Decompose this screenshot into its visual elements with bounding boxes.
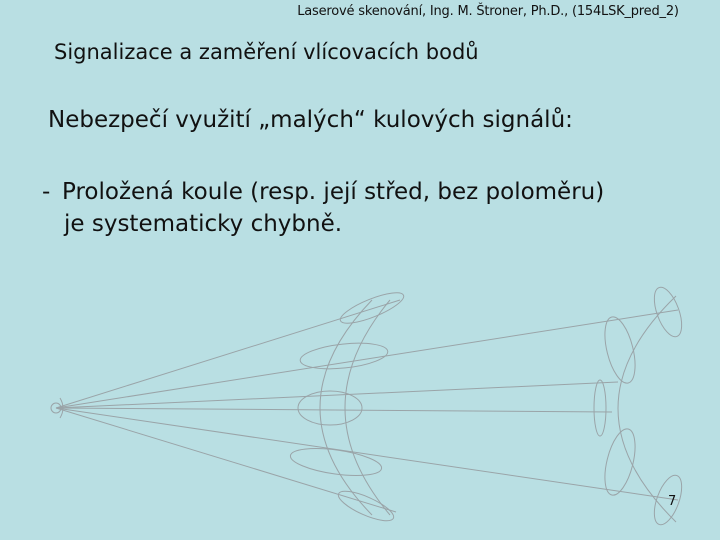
bullet-dash: - <box>42 179 51 205</box>
scanner-arc <box>59 397 64 419</box>
ray-line <box>55 299 401 409</box>
sphere-ellipse <box>289 448 383 476</box>
sphere-ellipse <box>653 474 683 526</box>
page-number: 7 <box>668 494 677 509</box>
ray-line <box>55 407 613 413</box>
sphere-ellipse <box>337 490 395 522</box>
slide-header: Laserové skenování, Ing. M. Štroner, Ph.… <box>0 4 720 19</box>
sphere-ellipse <box>593 379 607 437</box>
ray-line <box>55 407 397 513</box>
sphere-ellipse <box>604 316 636 384</box>
sphere-ellipse <box>604 428 636 496</box>
fitted-sphere-arc <box>344 299 391 516</box>
sphere-ellipse <box>299 342 389 370</box>
bullet-line-1: Proložená koule (resp. její střed, bez p… <box>62 179 605 205</box>
fitted-sphere-arc <box>617 295 677 523</box>
fitted-sphere-arc <box>319 299 373 516</box>
ray-line <box>55 309 679 409</box>
slide-heading: Nebezpečí využití „malých“ kulových sign… <box>48 107 573 133</box>
header-text: Laserové skenování, Ing. M. Štroner, Ph.… <box>297 4 679 19</box>
ray-line <box>55 407 679 501</box>
sphere-ellipse <box>297 390 363 426</box>
scanner-origin-mark <box>50 402 62 414</box>
sphere-ellipse <box>339 292 405 324</box>
ray-line <box>55 381 619 409</box>
bullet-line-2: je systematicky chybně. <box>64 211 343 237</box>
slide-subtitle: Signalizace a zaměření vlícovacích bodů <box>54 40 479 64</box>
bullet-item: - Proložená koule (resp. její střed, bez… <box>42 176 682 240</box>
